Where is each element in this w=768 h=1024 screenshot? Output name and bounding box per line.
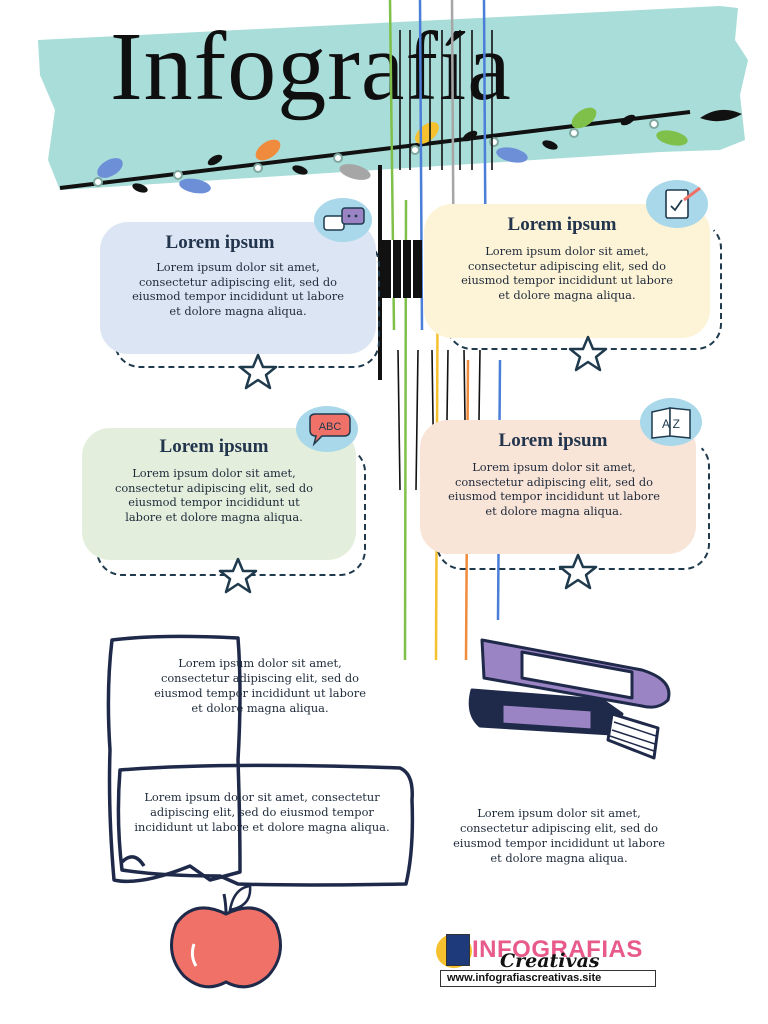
hand-drawn-frames — [106, 634, 415, 887]
card-3: Lorem ipsum Lorem ipsum dolor sit amet, … — [82, 428, 356, 560]
card-1-icon-bubble — [314, 198, 372, 242]
free-text-1: Lorem ipsum dolor sit amet, consectetur … — [154, 656, 366, 715]
card-3-icon-bubble: ABC — [296, 406, 358, 452]
leaf-branch-decoration — [93, 107, 688, 194]
az-label: A Z — [662, 417, 680, 431]
card-2: Lorem ipsum Lorem ipsum dolor sit amet, … — [424, 204, 710, 338]
stacked-books-illustration — [468, 638, 671, 760]
card-2-title: Lorem ipsum — [507, 214, 617, 235]
apple-illustration — [170, 884, 282, 989]
card-4-body: Lorem ipsum dolor sit amet, consectetur … — [448, 460, 660, 518]
star-icon — [218, 557, 258, 594]
card-4-title: Lorem ipsum — [498, 430, 608, 451]
checklist-pencil-icon — [665, 186, 701, 219]
abc-speech-icon: ABC — [309, 413, 351, 447]
star-icon — [568, 335, 608, 372]
card-4-icon-bubble: A Z — [640, 398, 702, 446]
star-icon — [238, 353, 278, 390]
card-1-title: Lorem ipsum — [165, 232, 275, 253]
free-text-2: Lorem ipsum dolor sit amet, consectetur … — [134, 790, 390, 834]
card-2-icon-bubble — [646, 180, 708, 228]
brand-logo: INFOGRAFIAS Creativas www.infografiascre… — [436, 930, 656, 992]
card-1-body: Lorem ipsum dolor sit amet, consectetur … — [132, 260, 344, 318]
card-1: Lorem ipsum Lorem ipsum dolor sit amet, … — [100, 222, 376, 354]
logo-title: INFOGRAFIAS — [472, 936, 643, 963]
card-2-body: Lorem ipsum dolor sit amet, consectetur … — [461, 244, 673, 302]
card-3-title: Lorem ipsum — [159, 436, 269, 457]
logo-url[interactable]: www.infografiascreativas.site — [440, 970, 656, 987]
logo-book-icon — [446, 934, 470, 966]
logo-subtitle: Creativas — [500, 950, 600, 972]
card-3-body: Lorem ipsum dolor sit amet, consectetur … — [114, 466, 314, 524]
card-4: Lorem ipsum Lorem ipsum dolor sit amet, … — [420, 420, 696, 554]
dictionary-book-icon: A Z — [651, 407, 691, 439]
free-text-3: Lorem ipsum dolor sit amet, consectetur … — [453, 806, 665, 865]
chat-bubbles-icon — [323, 207, 365, 231]
star-icon — [558, 553, 598, 590]
abc-label: ABC — [319, 421, 342, 433]
page-title: Infografía — [110, 13, 512, 121]
